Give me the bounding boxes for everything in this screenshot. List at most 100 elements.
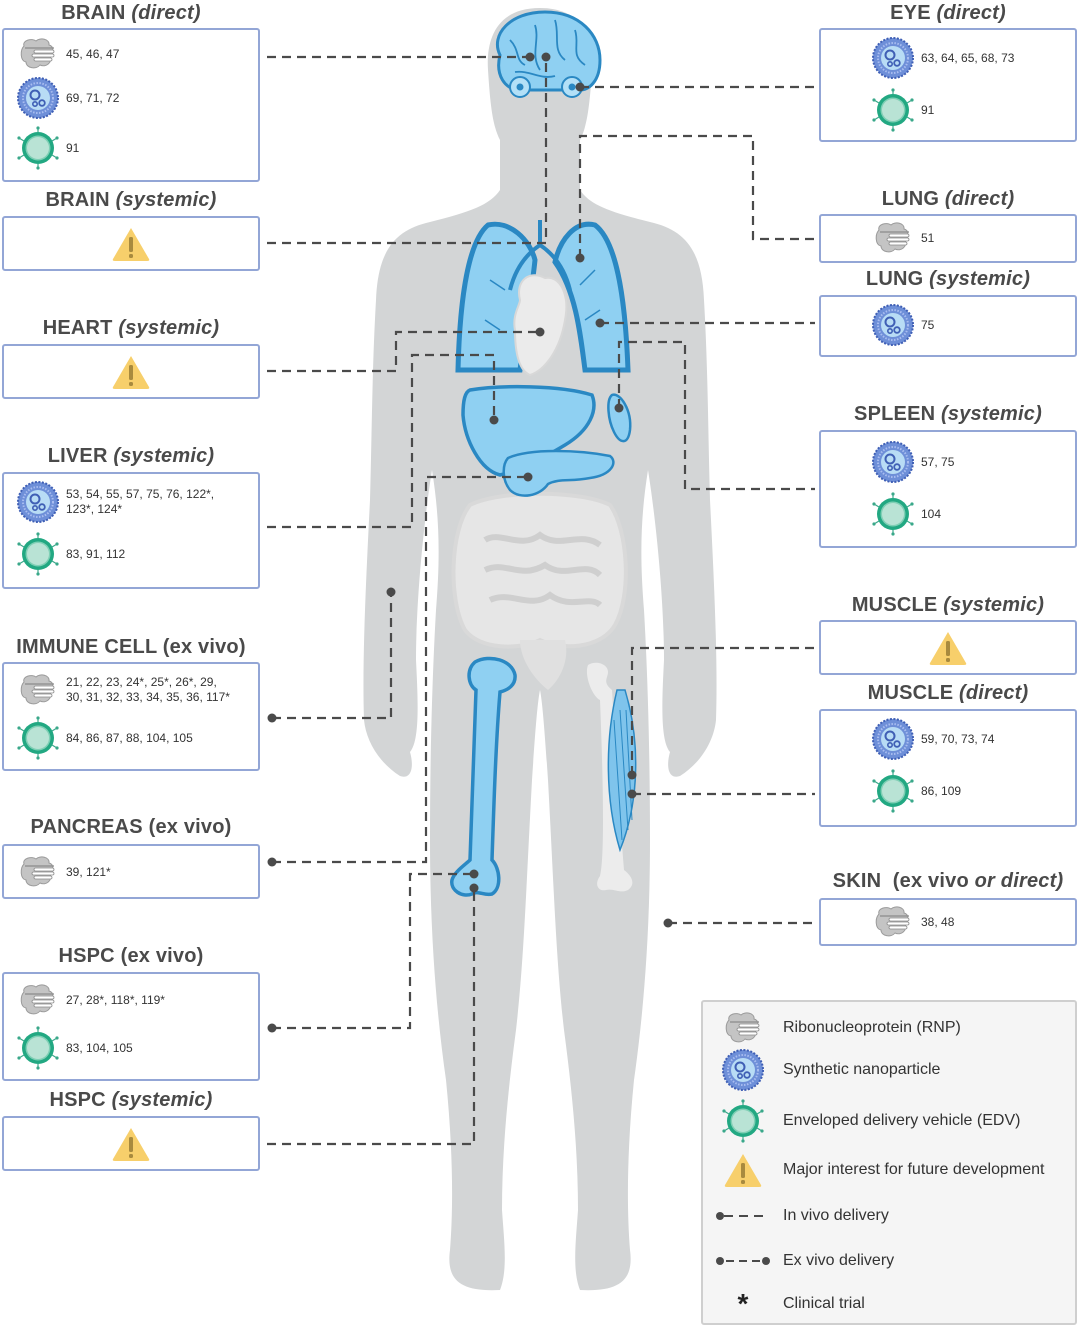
legend-item: Ribonucleoprotein (RNP): [703, 1006, 961, 1050]
legend-item: In vivo delivery: [703, 1194, 889, 1238]
panel-row: 63, 64, 65, 68, 73: [871, 36, 1014, 80]
reference-list: 75: [921, 317, 935, 332]
eye-direct-title: EYE (direct): [890, 2, 1006, 24]
rnp-icon: [871, 900, 915, 944]
muscle-direct-panel: 59, 70, 73, 74 86, 109: [819, 709, 1077, 827]
hspc-systemic-panel: [2, 1116, 260, 1171]
warning-icon: [111, 354, 151, 390]
legend-item: * Clinical trial: [703, 1282, 865, 1326]
muscle-organ: [586, 662, 637, 892]
rnp-icon: [16, 668, 60, 712]
reference-list: 38, 48: [921, 914, 955, 929]
reference-list: 57, 75: [921, 454, 955, 469]
legend-label: Ex vivo delivery: [783, 1252, 895, 1269]
panel-row: 75: [871, 303, 934, 347]
reference-list: 84, 86, 87, 88, 104, 105: [66, 730, 193, 745]
nanoparticle-icon: [871, 440, 915, 484]
edv-icon: [871, 88, 915, 132]
reference-list: 51: [921, 230, 935, 245]
warning-icon: [723, 1152, 763, 1188]
edv-icon: [16, 1026, 60, 1070]
legend-label: Ribonucleoprotein (RNP): [783, 1019, 961, 1036]
panel-row: 38, 48: [871, 900, 954, 944]
liver-systemic-title: LIVER (systemic): [47, 445, 215, 467]
panel-row: 83, 104, 105: [16, 1026, 133, 1070]
pancreas-title: PANCREAS (ex vivo): [30, 816, 232, 838]
reference-list: 27, 28*, 118*, 119*: [66, 992, 165, 1007]
edv-icon: [721, 1099, 765, 1143]
reference-list: 91: [66, 140, 80, 155]
rnp-icon: [16, 978, 60, 1022]
reference-list: 53, 54, 55, 57, 75, 76, 122*, 123*, 124*: [66, 487, 215, 516]
heart-systemic-panel: [2, 344, 260, 399]
spleen-systemic-title: SPLEEN (systemic): [854, 403, 1042, 425]
rnp-icon: [16, 850, 60, 894]
pancreas-organ: [502, 449, 615, 497]
panel-row: 91: [871, 88, 934, 132]
panel-row: 104: [871, 492, 941, 536]
hspc-ex-vivo-title: HSPC (ex vivo): [58, 945, 204, 967]
reference-list: 83, 104, 105: [66, 1040, 133, 1055]
legend-label: In vivo delivery: [783, 1207, 889, 1224]
warning-icon: [111, 226, 151, 262]
panel-row: 27, 28*, 118*, 119*: [16, 978, 165, 1022]
reference-list: 63, 64, 65, 68, 73: [921, 50, 1015, 65]
spleen-systemic-panel: 57, 75 104: [819, 430, 1077, 548]
nanoparticle-icon: [871, 717, 915, 761]
legend-label: Clinical trial: [783, 1295, 865, 1312]
panel-row: 53, 54, 55, 57, 75, 76, 122*, 123*, 124*: [16, 480, 214, 524]
muscle-systemic-title: MUSCLE (systemic): [851, 594, 1045, 616]
panel-row: 83, 91, 112: [16, 532, 125, 576]
immune-cell-title: IMMUNE CELL (ex vivo): [16, 636, 246, 658]
reference-list: 21, 22, 23, 24*, 25*, 26*, 29, 30, 31, 3…: [66, 675, 230, 704]
lung-direct-panel: 51: [819, 214, 1077, 263]
lung-direct-title: LUNG (direct): [881, 188, 1015, 210]
panel-row: 59, 70, 73, 74: [871, 717, 994, 761]
nanoparticle-icon: [721, 1048, 765, 1092]
reference-list: 86, 109: [921, 783, 962, 798]
legend-label: Synthetic nanoparticle: [783, 1061, 941, 1078]
spleen-organ: [607, 393, 632, 443]
legend-item: Ex vivo delivery: [703, 1239, 894, 1283]
edv-icon: [16, 716, 60, 760]
liver-systemic-panel: 53, 54, 55, 57, 75, 76, 122*, 123*, 124*…: [2, 472, 260, 589]
brain-systemic-panel: [2, 216, 260, 271]
brain-direct-panel: 45, 46, 47 69, 71, 72 91: [2, 28, 260, 182]
heart-systemic-title: HEART (systemic): [42, 317, 220, 339]
intestines: [451, 491, 628, 690]
edv-icon: [16, 126, 60, 170]
panel-row: 86, 109: [871, 769, 961, 813]
warning-icon: [111, 1126, 151, 1162]
reference-list: 59, 70, 73, 74: [921, 731, 995, 746]
femur-bone: [450, 656, 517, 897]
reference-list: 39, 121*: [66, 864, 111, 879]
reference-list: 83, 91, 112: [66, 546, 126, 561]
connector-dots: [267, 52, 673, 1033]
pancreas-panel: 39, 121*: [2, 844, 260, 899]
brain-direct-title: BRAIN (direct): [61, 2, 201, 24]
reference-list: 104: [921, 506, 942, 521]
reference-list: 45, 46, 47: [66, 46, 120, 61]
panel-row: 45, 46, 47: [16, 32, 119, 76]
legend-label: Major interest for future development: [783, 1161, 1045, 1178]
panel-row: 69, 71, 72: [16, 76, 119, 120]
legend-item: Major interest for future development: [703, 1148, 1044, 1192]
muscle-systemic-panel: [819, 620, 1077, 675]
edv-icon: [16, 532, 60, 576]
hspc-systemic-title: HSPC (systemic): [49, 1089, 213, 1111]
panel-row: 91: [16, 126, 79, 170]
legend: Ribonucleoprotein (RNP) Synthetic nanopa…: [701, 1000, 1077, 1325]
reference-list: 69, 71, 72: [66, 90, 120, 105]
panel-row: 84, 86, 87, 88, 104, 105: [16, 716, 193, 760]
heart-organ: [513, 274, 568, 377]
panel-row: 21, 22, 23, 24*, 25*, 26*, 29, 30, 31, 3…: [16, 668, 230, 712]
panel-row: 57, 75: [871, 440, 954, 484]
ex-vivo-line-icon: [716, 1257, 770, 1265]
muscle-direct-title: MUSCLE (direct): [867, 682, 1029, 704]
skin-panel: 38, 48: [819, 898, 1077, 946]
asterisk-icon: *: [737, 1288, 749, 1319]
lung-systemic-title: LUNG (systemic): [865, 268, 1031, 290]
legend-item: Enveloped delivery vehicle (EDV): [703, 1099, 1020, 1143]
hspc-ex-vivo-panel: 27, 28*, 118*, 119* 83, 104, 105: [2, 972, 260, 1081]
